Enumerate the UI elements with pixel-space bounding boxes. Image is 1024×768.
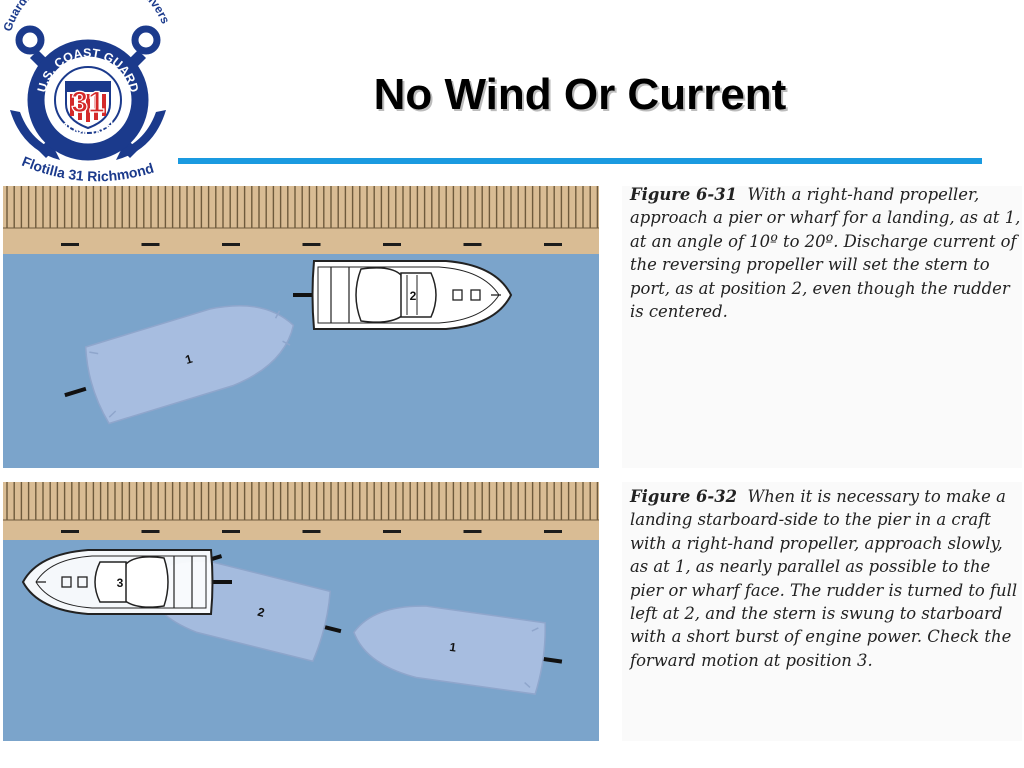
pier-bollard [302,530,321,533]
caption-panel [622,482,1022,741]
figure-caption-text: With a right-hand propeller, approach a … [630,185,1021,322]
boat-position-3: 3 [21,549,232,615]
pier-bollard [222,530,240,533]
pier-bollard [383,243,401,246]
boat-position-1: 1 [353,605,563,696]
caption-panel [622,186,1022,468]
pier-bollard [463,530,482,533]
pier-bollard [61,243,79,246]
page-title: No Wind Or Current [373,70,787,119]
boat-position-1: 1 [64,304,295,425]
boat-label: 1 [184,352,195,367]
figure-caption-text: When it is necessary to make a landing s… [630,487,1018,670]
title-divider [178,158,982,164]
pier-bollard [222,243,240,246]
figure-6-32-diagram: 1 2 3 [3,482,599,741]
boat-position-2: 2 [293,260,513,330]
pier-bollard [544,243,562,246]
figure-label: Figure 6-32 [630,487,738,506]
pier-bollard [544,530,562,533]
pier-bollard [141,530,160,533]
pier [3,482,599,540]
pier [3,186,599,254]
pier-bollard [383,530,401,533]
pier-bollard [141,243,160,246]
flotilla-logo: U.S. COAST GUARD AUXILIARY 31 Guardians … [0,0,172,184]
pier-bollard [302,243,321,246]
boat-label: 2 [410,289,417,303]
boat-label: 1 [449,640,458,655]
figure-label: Figure 6-31 [630,185,738,204]
pier-bollard [61,530,79,533]
figure-6-31-diagram: 1 2 [3,186,599,468]
figure-6-31-caption: Figure 6-31 With a right-hand propeller,… [630,183,1022,323]
logo-number: 31 [71,86,104,119]
boat-label: 3 [117,576,124,590]
boat-label: 2 [256,605,266,620]
pier-bollard [463,243,482,246]
figure-6-32-caption: Figure 6-32 When it is necessary to make… [630,485,1022,672]
